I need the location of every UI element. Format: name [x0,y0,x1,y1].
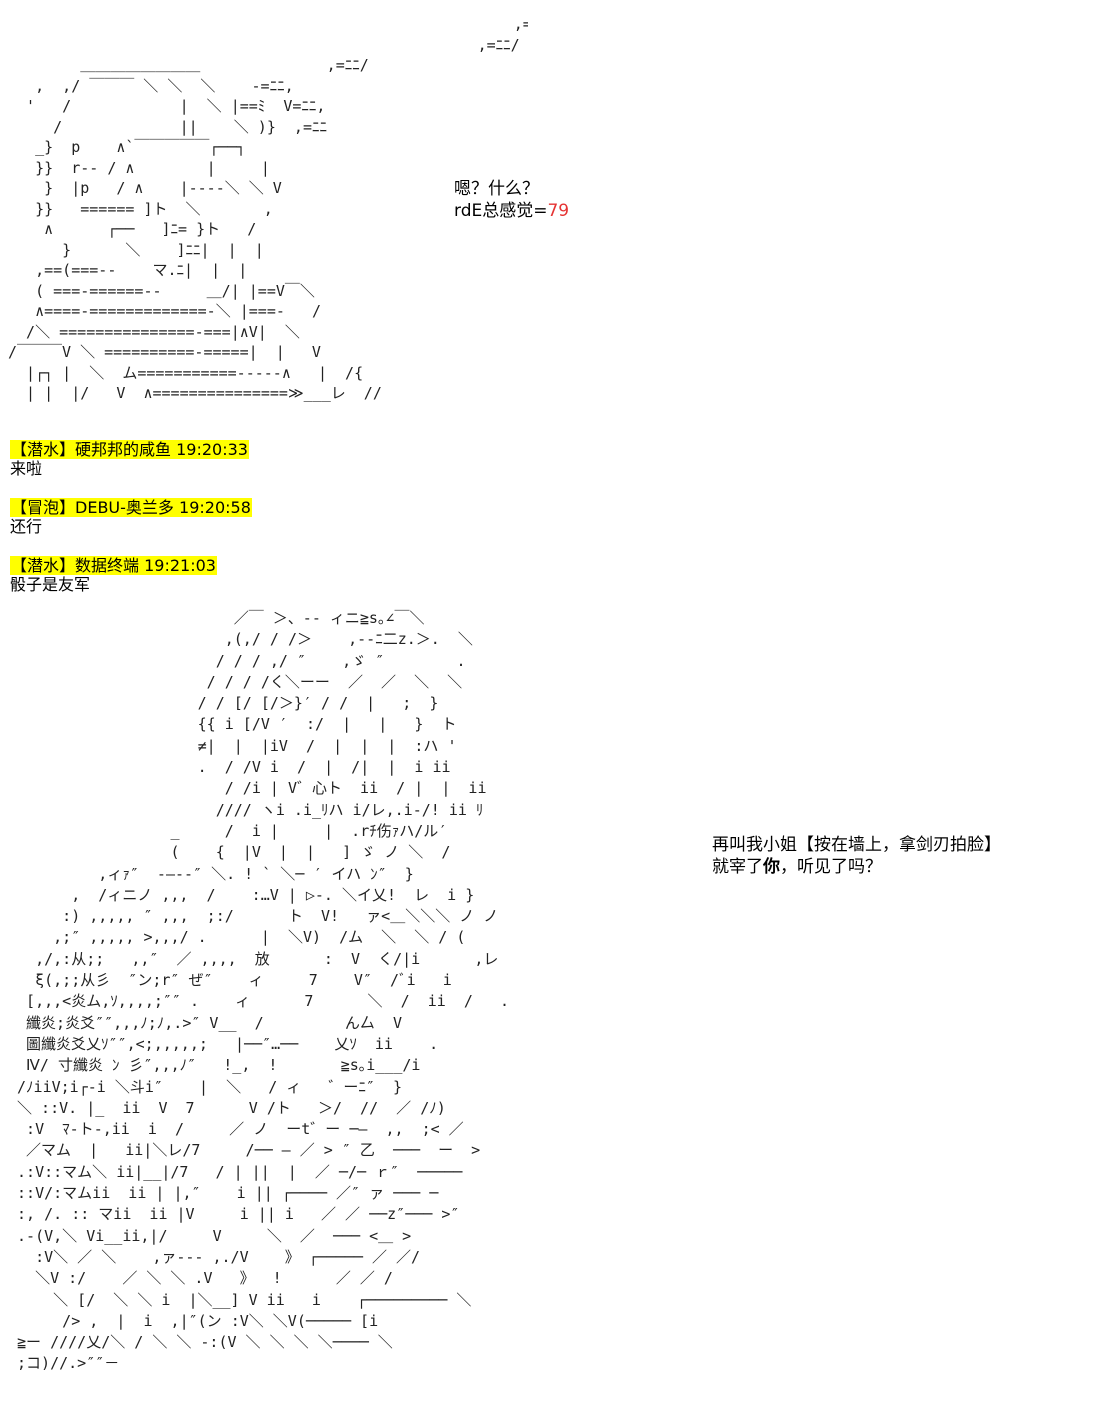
chat-message-text: 还行 [10,517,43,536]
chat-user: DEBU-奥兰多 [75,498,174,517]
chat-time: 19:21:03 [144,556,216,575]
dialog-bottom-line2-b: 你 [763,857,780,877]
chat-message-header: 【潜水】硬邦邦的咸鱼 19:20:33 [10,440,249,459]
dialog-top-line1: 嗯？什么？ [454,179,539,199]
chat-tag: 【潜水】 [11,556,76,575]
dialog-top: 嗯？什么？ rdE总感觉=79 [454,178,569,222]
chat-tag: 【冒泡】 [11,498,76,517]
dialog-top-line2: rdE总感觉=79 [454,200,569,222]
chat-message-2: 【冒泡】DEBU-奥兰多 19:20:58 还行 [10,498,252,536]
chat-message-1: 【潜水】硬邦邦的咸鱼 19:20:33 来啦 [10,440,249,478]
dialog-bottom-line2-c: ，听见了吗？ [780,857,882,877]
chat-message-header: 【潜水】数据终端 19:21:03 [10,556,217,575]
chat-user: 硬邦邦的咸鱼 [75,440,172,459]
chat-message-text: 骰子是友军 [10,575,91,594]
chat-message-3: 【潜水】数据终端 19:21:03 骰子是友军 [10,556,217,594]
dialog-bottom-line2-a: 就宰了 [712,857,763,877]
chat-message-text: 来啦 [10,459,43,478]
chat-time: 19:20:33 [176,440,248,459]
dialog-top-line2-prefix: rdE总感觉= [454,201,548,221]
chat-message-header: 【冒泡】DEBU-奥兰多 19:20:58 [10,498,252,517]
ascii-art-top: ,=ﾆ＝, ,=ﾆﾆ/ ＿＿＿＿＿＿＿＿ ,=ﾆﾆ/ , ,/ ￣￣￣ ＼ ＼ … [8,15,528,402]
dialog-bottom-line2: 就宰了你，听见了吗？ [712,856,1001,878]
dialog-bottom: 再叫我小姐【按在墙上，拿剑刃拍脸】 就宰了你，听见了吗？ [712,834,1001,878]
chat-tag: 【潜水】 [11,440,76,459]
chat-user: 数据终端 [75,556,140,575]
dialog-bottom-line1: 再叫我小姐【按在墙上，拿剑刃拍脸】 [712,835,1001,855]
ascii-art-bottom: ／￣ ＞、-- ィニ≧s｡∠￣＼ ,(,/ / /＞ ,-‐ﾆ二z.＞. ＼ /… [17,609,509,1373]
chat-time: 19:20:58 [179,498,251,517]
dialog-top-line2-value: 79 [547,201,570,221]
